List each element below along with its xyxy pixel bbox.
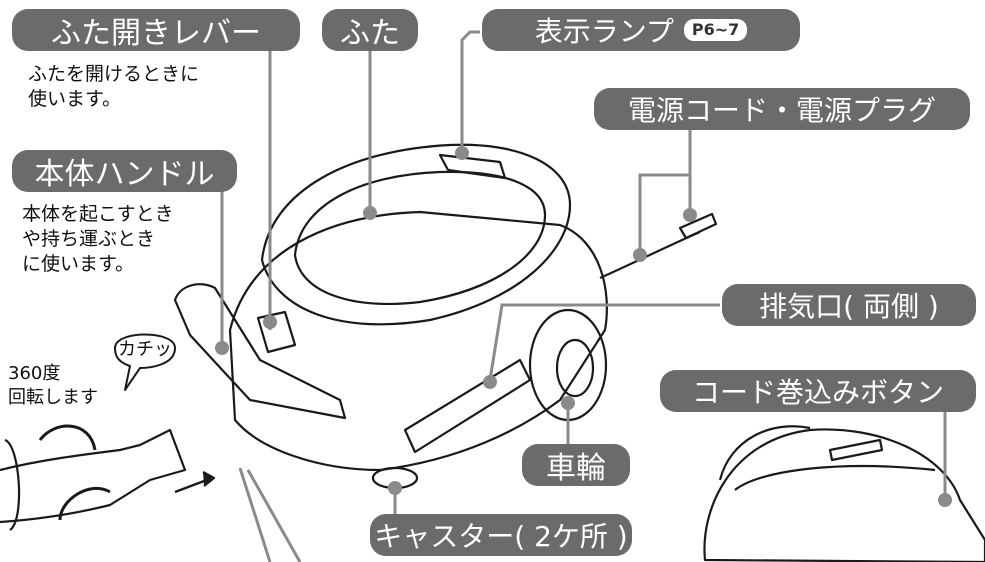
lamp-strip (438, 153, 507, 180)
label-power-cord: 電源コード・電源プラグ (594, 88, 970, 130)
lid-lever-shape (256, 310, 297, 354)
hose-shape (0, 428, 187, 524)
label-caster: キャスター( 2ケ所 ) (370, 514, 632, 556)
leader-lines (220, 30, 947, 518)
label-power-cord-text: 電源コード・電源プラグ (627, 94, 936, 127)
label-indicator-lamp-text: 表示ランプ (534, 15, 674, 48)
rotation-text: 360度 回転します (8, 363, 98, 408)
label-lid-lever: ふた開きレバー (12, 9, 300, 51)
description-body-handle: 本体を起こすとき や持ち運ぶとき に使います。 (22, 203, 174, 275)
cord-shape (599, 230, 701, 280)
lid-outer (260, 143, 572, 326)
label-lid-lever-text: ふた開きレバー (51, 16, 261, 51)
label-body-handle-text: 本体ハンドル (34, 157, 215, 192)
exhaust-grill (403, 358, 532, 454)
label-cord-rewind-button-text: コード巻込みボタン (691, 376, 944, 409)
label-caster-text: キャスター( 2ケ所 ) (374, 520, 628, 553)
click-bubble (114, 333, 176, 391)
body-handle-shape (173, 283, 347, 420)
label-lid-text: ふた (340, 16, 400, 51)
page-reference-badge: P6~7 (683, 19, 748, 41)
label-lid: ふた (322, 9, 418, 51)
label-wheel: 車輪 (522, 444, 630, 486)
description-lid-lever: ふたを開けるときに 使います。 (28, 63, 200, 110)
lid-inner (293, 170, 547, 305)
label-indicator-lamp: 表示ランプ P6~7 (482, 9, 800, 51)
label-cord-rewind-button: コード巻込みボタン (660, 370, 976, 412)
label-body-handle: 本体ハンドル (12, 150, 237, 192)
click-sound-text: カチッ (118, 339, 172, 360)
leader-dots (215, 146, 952, 507)
label-wheel-text: 車輪 (546, 451, 606, 486)
label-exhaust: 排気口( 両側 ) (722, 284, 976, 326)
body-lower-shell (228, 210, 608, 472)
second-vacuum-shape (703, 428, 985, 562)
label-exhaust-text: 排気口( 両側 ) (759, 290, 939, 323)
